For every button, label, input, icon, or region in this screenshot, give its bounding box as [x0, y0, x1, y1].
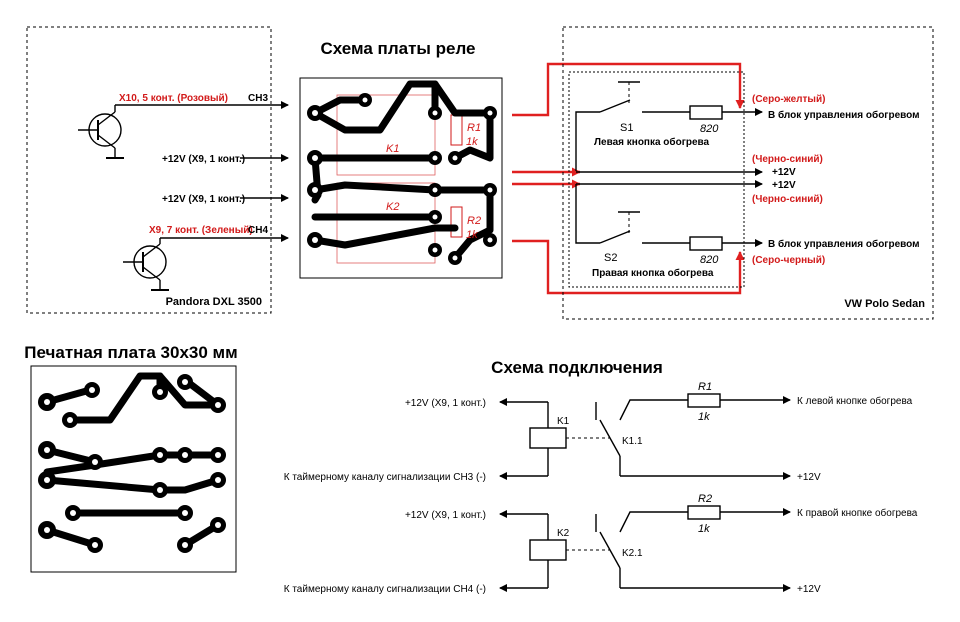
conn-r2-label: R2	[698, 493, 712, 505]
grey-yellow-label: (Серо-желтый)	[752, 94, 825, 105]
black-blue-1-label: (Черно-синий)	[752, 154, 823, 165]
conn-timer-ch3: К таймерному каналу сигнализации CH3 (-)	[284, 472, 486, 483]
to-heat-1-label: В блок управления обогревом	[768, 109, 920, 121]
transistor-2-icon	[123, 238, 169, 291]
conn-plus12-out2: +12V	[797, 584, 821, 595]
plus12-2-label: +12V	[772, 180, 796, 191]
conn-k1-label: K1	[557, 416, 570, 427]
conn-r1-value: 1k	[698, 411, 710, 423]
pcb-traces	[43, 372, 222, 549]
ch4-label: CH4	[248, 225, 268, 236]
x9-label: X9, 7 конт. (Зеленый)	[149, 225, 253, 236]
s1-label: S1	[620, 122, 633, 134]
plus12-1-label: +12V	[772, 167, 796, 178]
red-wire-grey-black	[512, 239, 745, 295]
relay-board-pads	[307, 93, 497, 265]
car-dashed-frame	[562, 26, 934, 320]
x10-label: X10, 5 конт. (Розовый)	[119, 93, 228, 104]
board-r2-value: 1k	[466, 229, 478, 241]
r2-outline	[450, 206, 463, 238]
connection-k1-diagram	[499, 393, 791, 480]
ch3-label: CH3	[248, 93, 268, 104]
left-button-label: Левая кнопка обогрева	[594, 136, 710, 148]
conn-r2-value: 1k	[698, 523, 710, 535]
red-wire-grey-yellow	[512, 62, 745, 117]
right-button-label: Правая кнопка обогрева	[592, 267, 714, 279]
s2-label: S2	[604, 252, 617, 264]
conn-plus12-k2: +12V (X9, 1 конт.)	[405, 510, 486, 521]
to-heat-2-label: В блок управления обогревом	[768, 238, 920, 250]
switch-s1-icon	[575, 81, 763, 171]
conn-timer-ch4: К таймерному каналу сигнализации CH4 (-)	[284, 584, 486, 595]
plus12-b-label: +12V (X9, 1 конт.)	[162, 194, 245, 205]
conn-to-left: К левой кнопке обогрева	[797, 395, 913, 407]
conn-r1-label: R1	[698, 381, 712, 393]
grey-black-label: (Серо-черный)	[752, 255, 825, 266]
relay-board-traces	[311, 80, 494, 262]
board-r1-label: R1	[467, 122, 481, 134]
switch-s2-icon	[575, 184, 763, 251]
k1-outline	[336, 94, 436, 176]
relay-board-title: Схема платы реле	[320, 39, 475, 58]
board-k2-label: K2	[386, 201, 399, 213]
conn-plus12-out1: +12V	[797, 472, 821, 483]
conn-k2-label: K2	[557, 528, 570, 539]
conn-k2-1-label: K2.1	[622, 548, 643, 559]
connection-title: Схема подключения	[491, 358, 663, 377]
pcb-pads	[38, 374, 226, 553]
conn-plus12-k1: +12V (X9, 1 конт.)	[405, 398, 486, 409]
car-name: VW Polo Sedan	[844, 298, 925, 310]
transistor-1-icon	[78, 105, 124, 159]
r820-2-label: 820	[700, 254, 719, 266]
button-block-frame	[568, 71, 745, 288]
board-r1-value: 1k	[466, 136, 478, 148]
conn-to-right: К правой кнопке обогрева	[797, 507, 918, 519]
pcb-title: Печатная плата 30x30 мм	[24, 343, 237, 362]
connection-k2-diagram	[499, 505, 791, 592]
board-k1-label: K1	[386, 143, 399, 155]
plus12-a-label: +12V (X9, 1 конт.)	[162, 154, 245, 165]
alarm-dashed-frame	[26, 26, 272, 314]
conn-k1-1-label: K1.1	[622, 436, 643, 447]
board-r2-label: R2	[467, 215, 481, 227]
r820-1-label: 820	[700, 123, 719, 135]
alarm-name: Pandora DXL 3500	[166, 296, 262, 308]
black-blue-2-label: (Черно-синий)	[752, 194, 823, 205]
